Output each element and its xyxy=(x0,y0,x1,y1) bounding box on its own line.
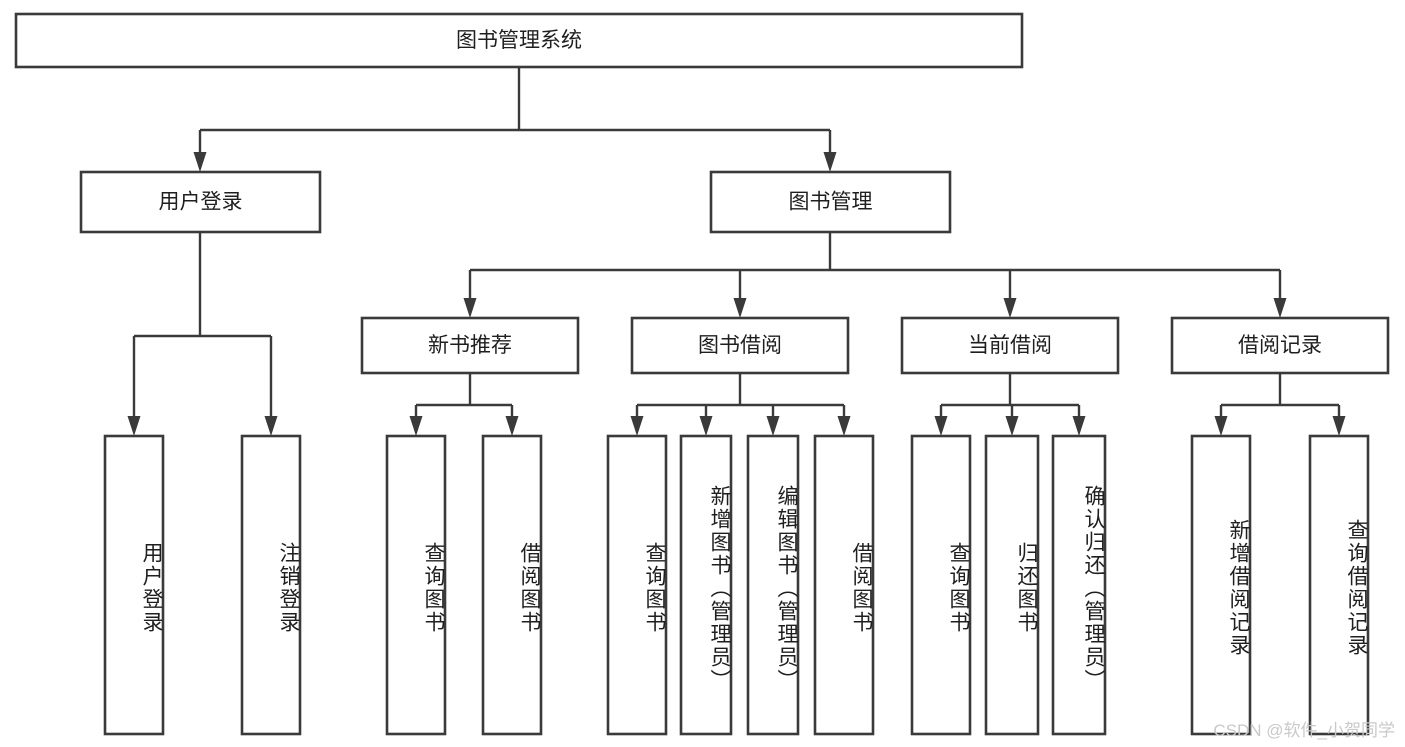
node-user-login-box[interactable] xyxy=(79,170,322,234)
node-root-box[interactable] xyxy=(14,12,1024,69)
connector-book-borrow-to-leaves-arrow-3 xyxy=(837,416,851,436)
node-leaf-borrow-book-1-box[interactable] xyxy=(481,434,543,736)
node-root-label: 图书管理系统 xyxy=(456,29,582,52)
node-leaf-query-book-2-box[interactable] xyxy=(606,434,668,736)
connectors-layer xyxy=(127,67,1346,436)
node-current-borrow-box[interactable] xyxy=(900,316,1120,375)
connector-current-borrow-to-leaves-arrow-1 xyxy=(1005,416,1019,436)
connector-book-borrow-to-leaves-arrow-2 xyxy=(766,416,780,436)
connector-borrow-record-to-leaves-arrow-0 xyxy=(1214,416,1228,436)
node-user-login-label: 用户登录 xyxy=(159,191,243,214)
connector-borrow-record-to-leaves-arrow-1 xyxy=(1332,416,1346,436)
boxes-layer xyxy=(14,12,1390,736)
node-leaf-query-book-3-box[interactable] xyxy=(910,434,972,736)
node-leaf-user-logout-box[interactable] xyxy=(240,434,302,736)
node-book-borrow-box[interactable] xyxy=(630,316,850,375)
node-leaf-query-record-box[interactable] xyxy=(1308,434,1370,736)
node-book-manage-box[interactable] xyxy=(709,170,952,234)
connector-current-borrow-to-leaves-arrow-2 xyxy=(1072,416,1086,436)
connector-book-manage-to-level2-arrow-0 xyxy=(463,298,477,318)
node-leaf-add-record-box[interactable] xyxy=(1190,434,1252,736)
node-leaf-borrow-book-2-box[interactable] xyxy=(813,434,875,736)
node-leaf-edit-book-box[interactable] xyxy=(746,434,800,736)
node-new-book-rec-box[interactable] xyxy=(360,316,580,375)
node-leaf-add-book-box[interactable] xyxy=(679,434,733,736)
connector-root-to-level1-arrow-1 xyxy=(823,152,837,172)
connector-book-manage-to-level2-arrow-1 xyxy=(733,298,747,318)
node-borrow-record-label: 借阅记录 xyxy=(1238,334,1322,357)
connector-book-borrow-to-leaves-arrow-0 xyxy=(630,416,644,436)
connector-book-borrow-to-leaves-arrow-1 xyxy=(699,416,713,436)
node-borrow-record-box[interactable] xyxy=(1170,316,1390,375)
node-leaf-return-book-box[interactable] xyxy=(984,434,1040,736)
node-book-borrow-label: 图书借阅 xyxy=(698,334,782,357)
connector-current-borrow-to-leaves-arrow-0 xyxy=(934,416,948,436)
node-new-book-rec-label: 新书推荐 xyxy=(428,334,512,357)
connector-user-login-to-leaves-arrow-1 xyxy=(264,416,278,436)
connector-new-book-rec-to-leaves-arrow-0 xyxy=(409,416,423,436)
csdn-watermark: CSDN @软件_小贺同学 xyxy=(1213,721,1395,740)
connector-user-login-to-leaves-arrow-0 xyxy=(127,416,141,436)
connector-new-book-rec-to-leaves-arrow-1 xyxy=(505,416,519,436)
connector-book-manage-to-level2-arrow-3 xyxy=(1273,298,1287,318)
node-leaf-query-book-1-box[interactable] xyxy=(385,434,447,736)
connector-book-manage-to-level2-arrow-2 xyxy=(1003,298,1017,318)
node-leaf-user-login-box[interactable] xyxy=(103,434,165,736)
node-leaf-confirm-return-box[interactable] xyxy=(1051,434,1107,736)
node-book-manage-label: 图书管理 xyxy=(789,191,873,214)
node-current-borrow-label: 当前借阅 xyxy=(968,334,1052,357)
connector-root-to-level1-arrow-0 xyxy=(193,152,207,172)
